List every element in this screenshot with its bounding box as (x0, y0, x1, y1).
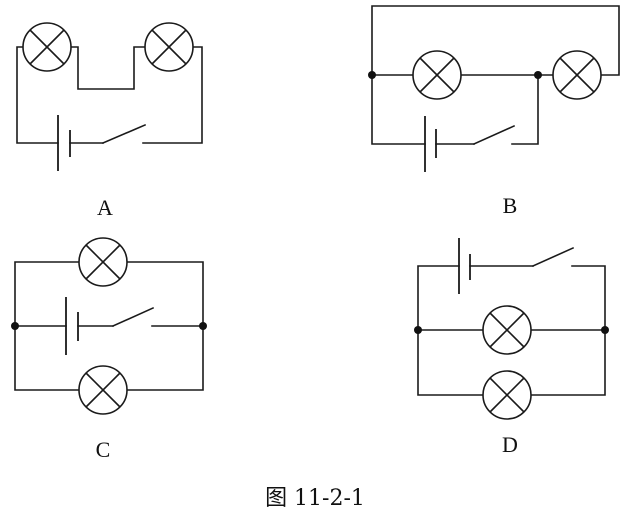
circuit-label: D (502, 432, 518, 457)
lamp-icon (78, 237, 128, 287)
wire (371, 74, 426, 145)
junction-dot (368, 71, 376, 79)
circuit-label: B (503, 193, 518, 218)
circuit-b: B (368, 5, 620, 218)
circuit-d: D (414, 238, 609, 457)
lamp-icon (412, 50, 462, 100)
junction-dot (414, 326, 422, 334)
switch-icon (472, 124, 516, 146)
junction-dot (601, 326, 609, 334)
wire (142, 46, 203, 144)
lamp-icon (552, 50, 602, 100)
battery-icon (458, 238, 471, 294)
circuit-label: A (97, 195, 113, 220)
wire (511, 74, 539, 145)
lamp-icon (482, 370, 532, 420)
junction-dot (534, 71, 542, 79)
circuit-label: C (96, 437, 111, 462)
junction-dot (199, 322, 207, 330)
switch-icon (101, 123, 147, 145)
lamp-icon (144, 22, 194, 72)
battery-icon (65, 297, 79, 355)
switch-icon (531, 246, 575, 268)
figure-caption: 图 11-2-1 (265, 486, 365, 511)
junction-dot (11, 322, 19, 330)
battery-icon (57, 115, 71, 171)
battery-icon (424, 116, 437, 172)
wire (16, 46, 59, 144)
wire (70, 46, 146, 90)
switch-icon (111, 306, 155, 328)
lamp-icon (22, 22, 72, 72)
circuit-a: A (16, 22, 203, 220)
lamp-icon (78, 365, 128, 415)
circuit-c: C (11, 237, 207, 462)
lamp-icon (482, 305, 532, 355)
wire (371, 5, 620, 76)
